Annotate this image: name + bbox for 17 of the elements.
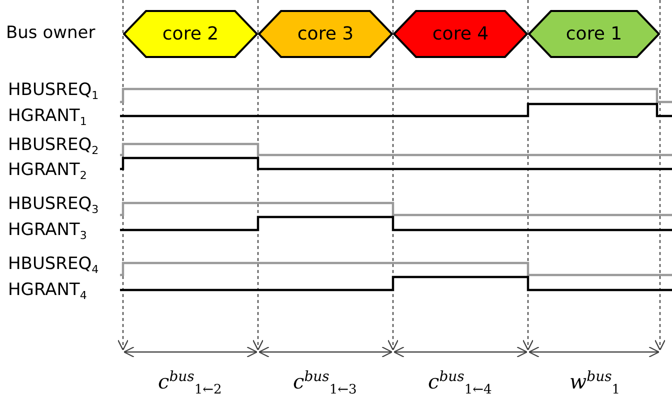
state-hexagon bbox=[123, 10, 258, 58]
signal-label: HGRANT$_{1}$ bbox=[8, 107, 87, 130]
state-label: core 3 bbox=[296, 24, 355, 44]
signal-label: HBUSREQ$_{3}$ bbox=[8, 195, 99, 218]
signal-label: HBUSREQ$_{1}$ bbox=[8, 81, 99, 104]
signal-label: HGRANT$_{2}$ bbox=[8, 161, 87, 184]
state-hexagon bbox=[528, 10, 660, 58]
row-label: Bus owner bbox=[6, 24, 96, 42]
signal-label: HBUSREQ$_{4}$ bbox=[8, 255, 99, 278]
signal-label: HGRANT$_{3}$ bbox=[8, 221, 87, 244]
signal-label: HGRANT$_{4}$ bbox=[8, 281, 87, 304]
state-hexagon bbox=[393, 10, 528, 58]
state-hexagon bbox=[258, 10, 393, 58]
signal-label: HBUSREQ$_{2}$ bbox=[8, 136, 99, 159]
state-label: core 4 bbox=[431, 24, 490, 44]
state-label: core 2 bbox=[161, 24, 220, 44]
state-label: core 1 bbox=[564, 24, 624, 44]
